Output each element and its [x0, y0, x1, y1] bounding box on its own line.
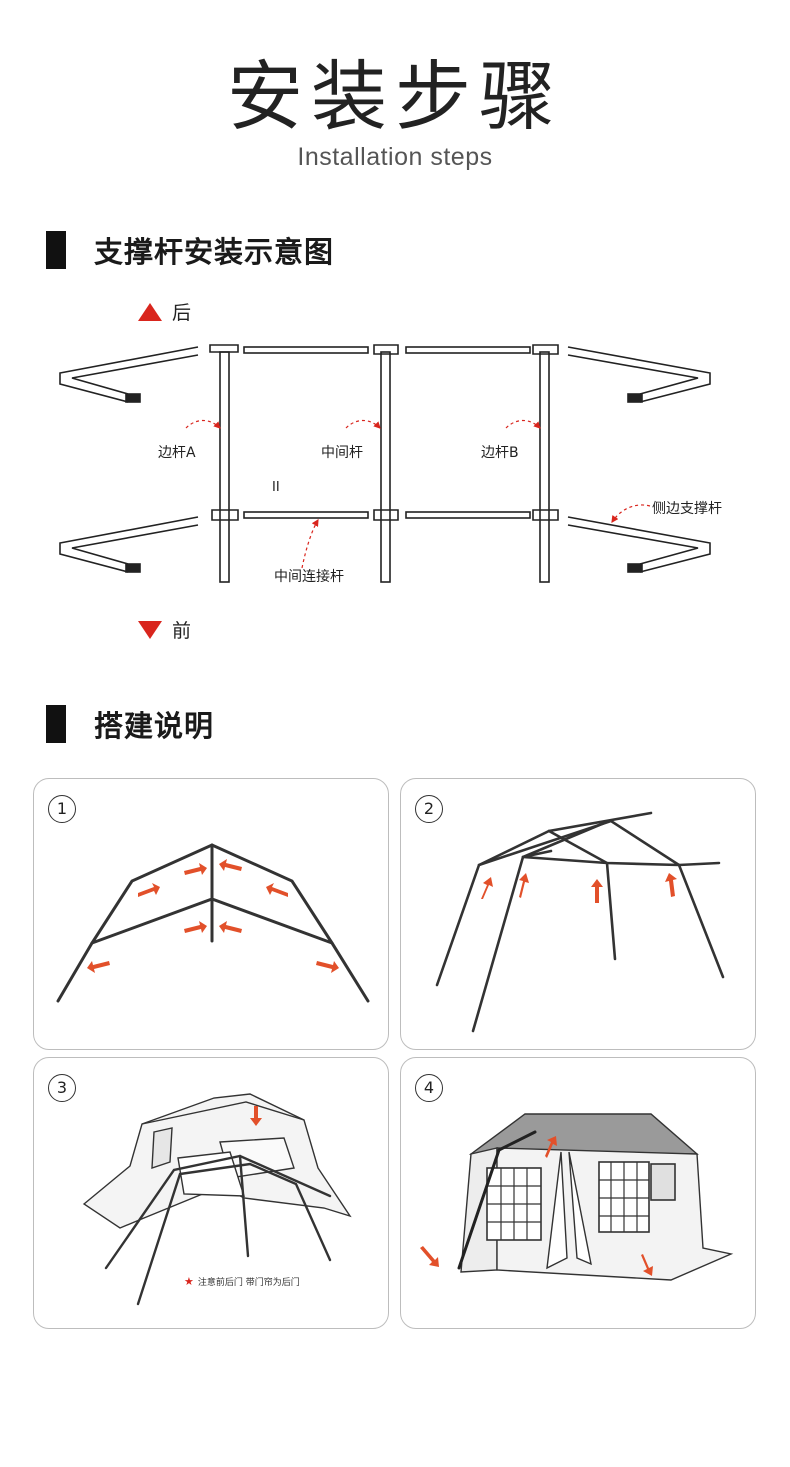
page-title: 安装步骤	[227, 52, 563, 141]
label-middle-pole: 中间杆	[321, 445, 363, 461]
section-marker-bar	[46, 231, 66, 269]
step-panel-4: 4	[400, 1057, 756, 1329]
middle-connector-bottom-left	[243, 511, 369, 519]
step-number-badge: 3	[48, 1074, 76, 1102]
red-triangle-down-icon	[138, 620, 162, 639]
step-2-illustration	[435, 811, 725, 1033]
leg-left	[219, 351, 230, 583]
direction-front: 前	[138, 616, 191, 643]
page-subtitle: Installation steps	[297, 143, 493, 171]
step-number-badge: 4	[415, 1074, 443, 1102]
label-mark-ii: II	[272, 480, 280, 495]
red-triangle-up-icon	[138, 302, 162, 321]
section-marker-bar	[46, 705, 66, 743]
step-panel-1: 1	[33, 778, 389, 1050]
step-1-illustration	[56, 843, 370, 1003]
label-side-pole-a: 边杆A	[158, 445, 196, 461]
label-side-pole-b: 边杆B	[481, 445, 519, 461]
label-middle-connector-pole: 中间连接杆	[274, 569, 344, 585]
step-panel-3: 3 ★ 注意前后门 带门帘为后门	[33, 1057, 389, 1329]
step-number-badge: 1	[48, 795, 76, 823]
pole-frame-diagram	[59, 344, 711, 583]
direction-front-label: 前	[172, 620, 192, 642]
side-support-pole-bottom-right	[567, 516, 711, 573]
step-3-illustration	[82, 1093, 352, 1306]
step-panel-2: 2	[400, 778, 756, 1050]
direction-back-label: 后	[172, 302, 192, 324]
side-support-pole-bottom-left	[59, 516, 199, 573]
leg-center	[380, 351, 391, 583]
section-heading-assembly: 搭建说明	[46, 704, 214, 744]
section-title: 搭建说明	[94, 709, 215, 743]
middle-connector-bottom-right	[405, 511, 531, 519]
section-heading-pole-diagram: 支撑杆安装示意图	[46, 230, 334, 270]
direction-back: 后	[138, 298, 191, 325]
side-support-pole-top-right	[567, 346, 711, 403]
note-text: 注意前后门 带门帘为后门	[197, 1278, 300, 1288]
front-back-door-note: ★ 注意前后门 带门帘为后门	[184, 1275, 300, 1288]
middle-connector-top-right	[405, 346, 531, 354]
step-4-illustration	[420, 1113, 734, 1281]
step-number-badge: 2	[415, 795, 443, 823]
section-title: 支撑杆安装示意图	[94, 235, 335, 269]
side-support-pole-top-left	[59, 346, 199, 403]
middle-connector-top-left	[243, 346, 369, 354]
label-side-support-pole: 侧边支撑杆	[652, 501, 722, 517]
red-star-icon: ★	[184, 1275, 194, 1288]
leg-right	[539, 351, 550, 583]
